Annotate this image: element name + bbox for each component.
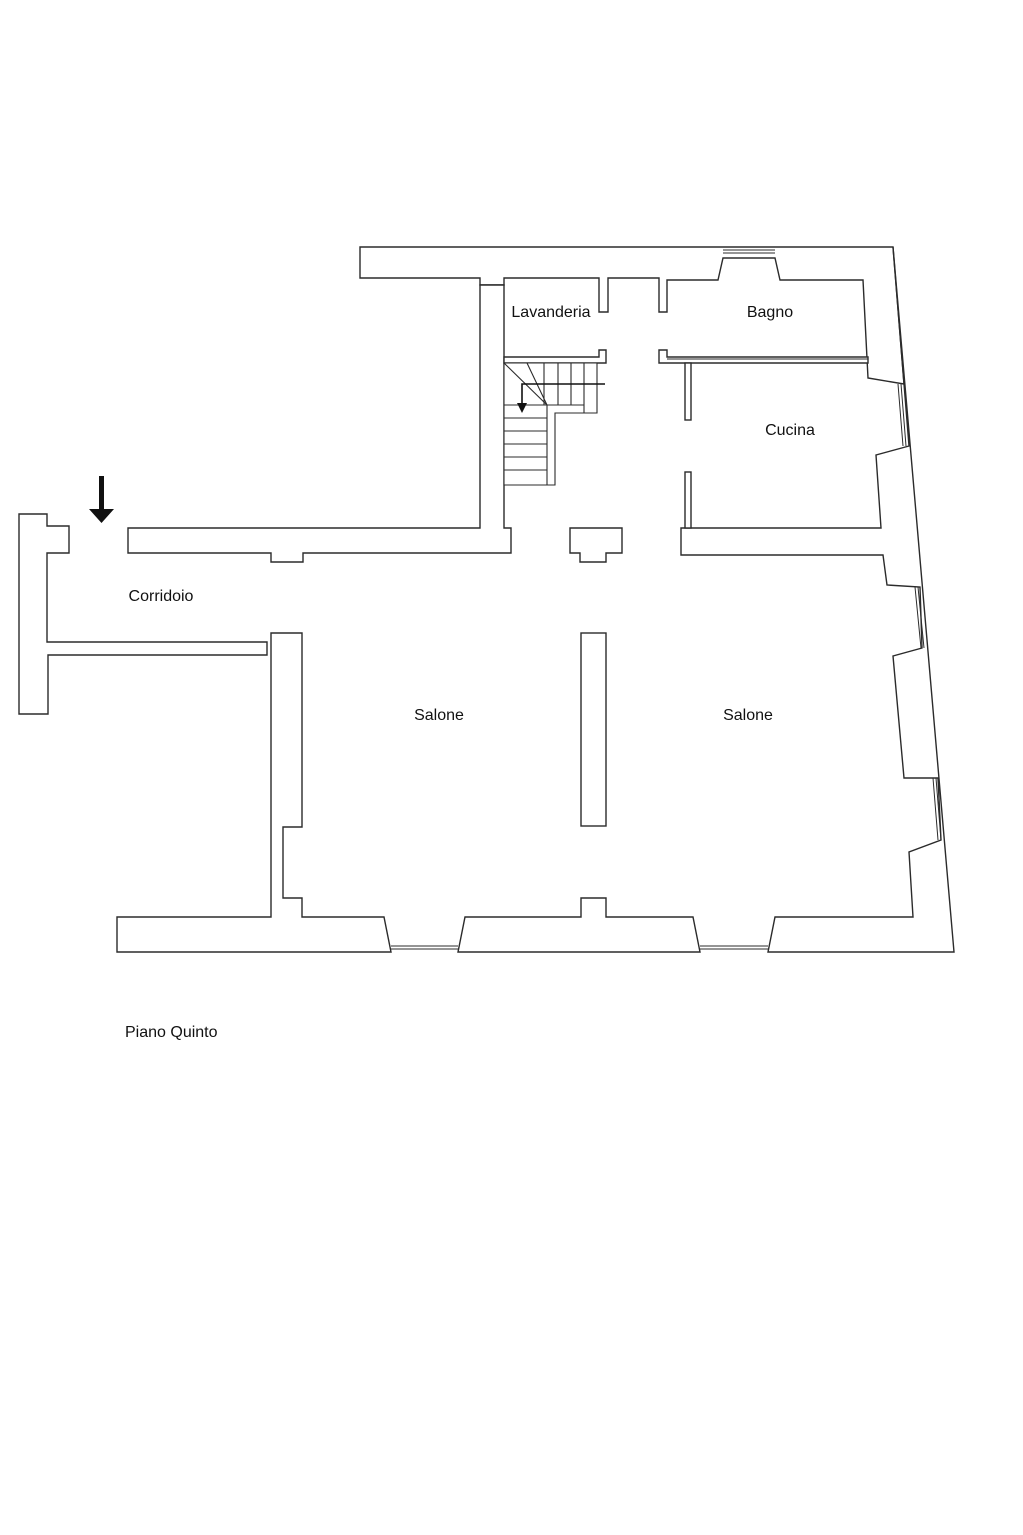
staircase [503,362,605,486]
stair-outline [503,362,598,486]
stairs-direction-arrow-icon [517,383,605,413]
room-label-salone-right: Salone [723,707,773,724]
cucina-wall-upper [684,362,692,421]
cucina-wall-lower [684,471,692,529]
room-label-cucina: Cucina [765,422,815,439]
arrow-down-icon [89,476,114,523]
room-labels: Lavanderia Bagno Cucina Corridoio Salone… [129,304,815,724]
outer-walls [18,246,955,953]
central-partition [580,632,607,827]
room-label-corridoio: Corridoio [129,588,194,605]
chimney [569,527,623,563]
bottom-wall [116,632,392,953]
bagno-wall [658,349,869,364]
room-label-bagno: Bagno [747,304,793,321]
bottom-wall-mid [457,897,701,953]
left-wall-stub [18,513,268,715]
corridor-top-wall [127,284,512,563]
room-label-lavanderia: Lavanderia [511,304,590,321]
room-label-salone-left: Salone [414,707,464,724]
windows [391,249,942,950]
floor-label: Piano Quinto [125,1024,218,1041]
lavanderia-wall [503,349,607,364]
right-wall [680,246,955,953]
